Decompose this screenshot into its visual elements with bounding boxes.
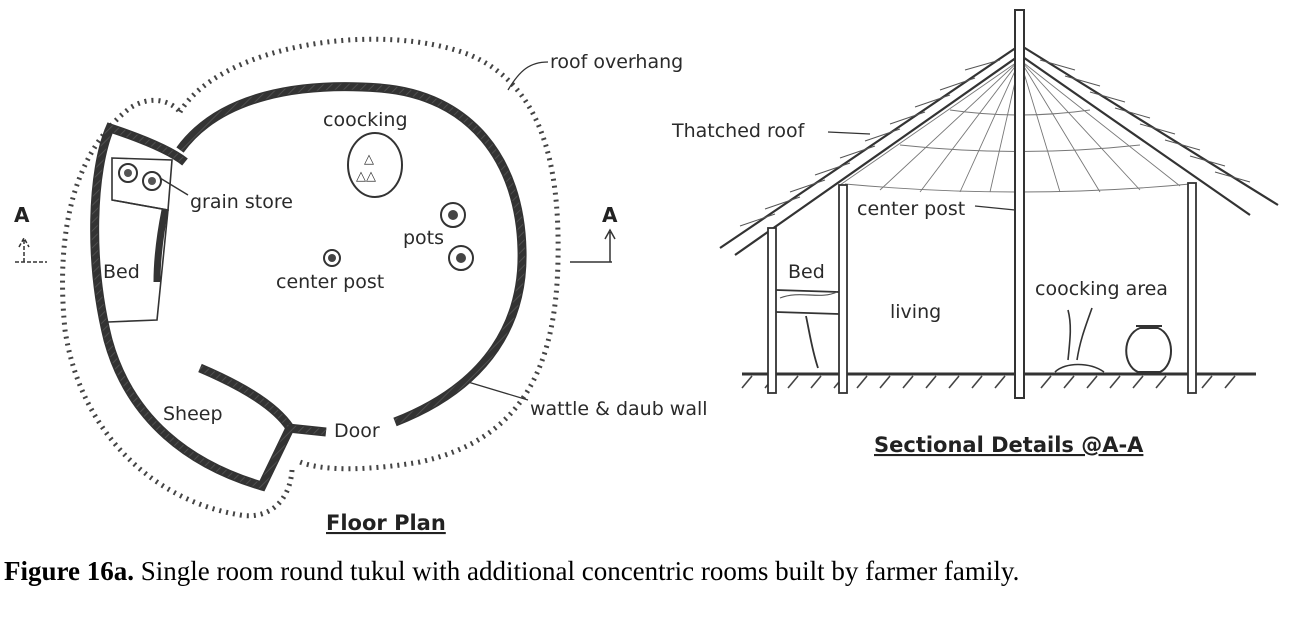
- pot-1: [440, 202, 466, 228]
- left-outer-post: [767, 227, 777, 394]
- left-inner-post: [838, 184, 848, 394]
- wall-label: wattle & daub wall: [530, 398, 708, 420]
- section-marker-left: [15, 236, 47, 263]
- cooking-sticks: [1054, 307, 1105, 373]
- svg-text:△△: △△: [356, 169, 376, 184]
- pots-label: pots: [403, 227, 444, 249]
- grain-store-label: grain store: [190, 191, 293, 213]
- section-letter-left: A: [14, 203, 30, 227]
- cooking-pot: [1125, 325, 1172, 373]
- roof-overhang-label: roof overhang: [550, 51, 683, 73]
- main-round-wall: [176, 82, 527, 427]
- thatched-roof-label: Thatched roof: [671, 120, 806, 142]
- floor-plan-title: Floor Plan: [326, 511, 446, 535]
- section-title: Sectional Details @A-A: [874, 433, 1144, 457]
- grain-store-pot-1: [118, 163, 138, 183]
- center-post-label-plan: center post: [276, 271, 384, 293]
- sheep-label: Sheep: [163, 403, 223, 425]
- grain-store-pot-2: [142, 171, 162, 191]
- section-letter-right: A: [602, 203, 618, 227]
- figure-caption: Figure 16a. Single room round tukul with…: [4, 556, 1294, 587]
- floor-plan: △ △△ roof overhang coocking grain store …: [14, 36, 708, 535]
- caption-text: Single room round tukul with additional …: [134, 556, 1020, 586]
- center-post-label-section: center post: [857, 198, 965, 220]
- cooking-label: coocking: [323, 109, 408, 131]
- diagram-canvas: △ △△ roof overhang coocking grain store …: [14, 9, 1279, 535]
- roof-left-slope: [719, 44, 1021, 256]
- bed-label-plan: Bed: [103, 261, 140, 283]
- bed-inner-wall: [153, 209, 169, 283]
- cooking-hearth: [347, 132, 403, 198]
- cooking-area-label: coocking area: [1035, 278, 1168, 300]
- center-post-marker: [323, 249, 341, 267]
- section-marker-right: [570, 228, 616, 263]
- bed-structure: [775, 289, 840, 369]
- bed-outline: [107, 199, 169, 323]
- bed-label-section: Bed: [788, 261, 825, 283]
- roof-overhang-outline: [60, 36, 561, 519]
- door-label: Door: [334, 420, 380, 442]
- section-view: Thatched roof center post Bed living coo…: [671, 9, 1279, 457]
- roof-right-slope: [1019, 44, 1279, 216]
- living-label: living: [890, 301, 941, 323]
- center-post: [1014, 9, 1025, 399]
- right-post: [1187, 182, 1197, 394]
- svg-text:△: △: [364, 152, 374, 167]
- pot-2: [448, 245, 474, 271]
- caption-label: Figure 16a.: [4, 556, 134, 586]
